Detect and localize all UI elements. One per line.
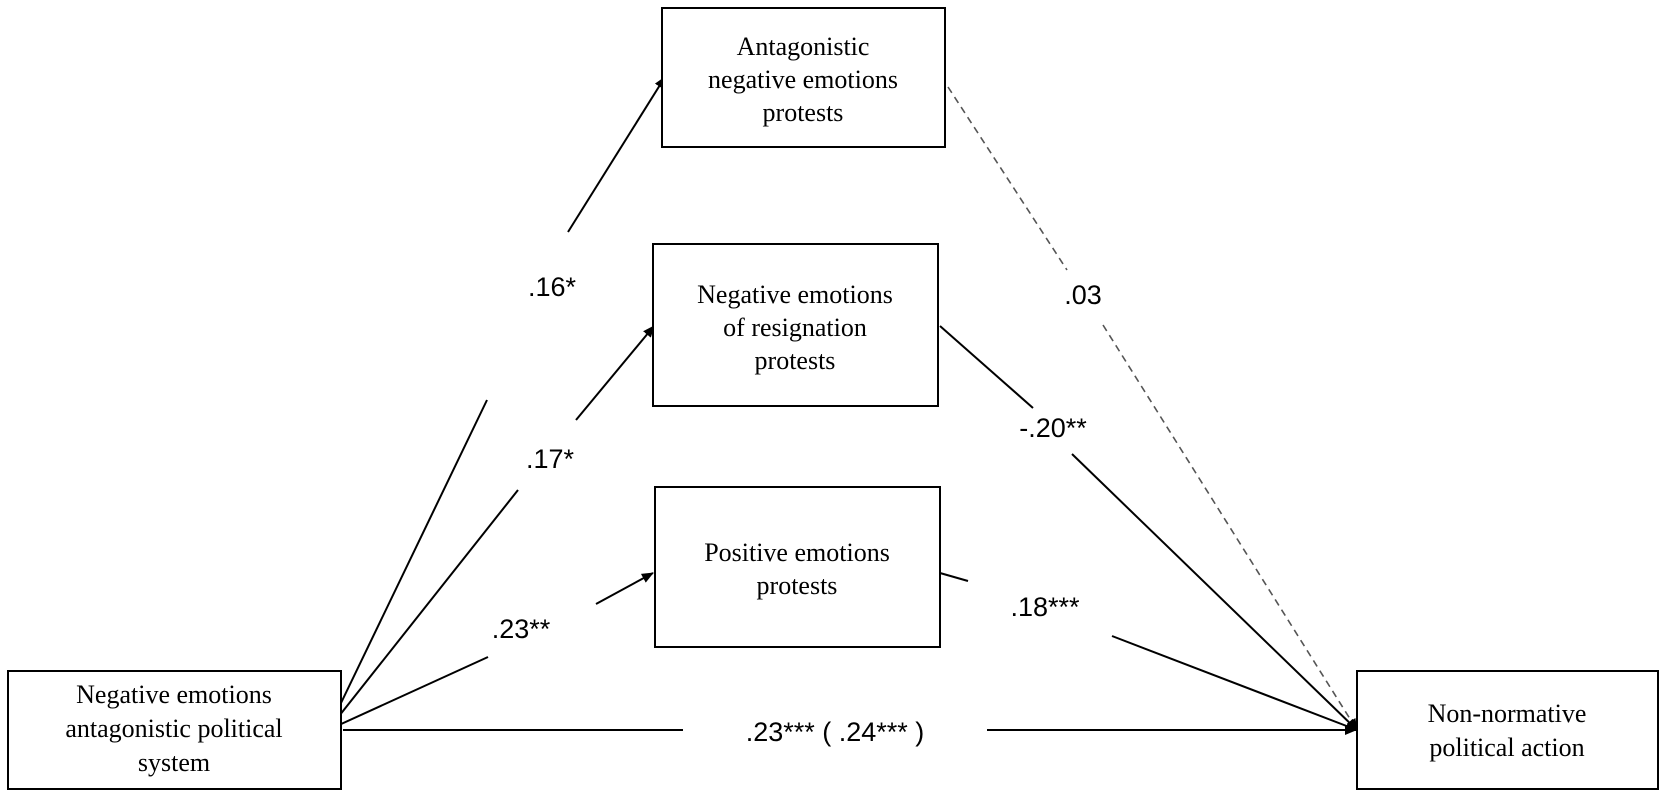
arrow-positive-to-outcome-lower: [1111, 635, 1358, 731]
node-outcome-line-1: Non-normative: [1428, 699, 1587, 728]
arrow-predictor-to-antagonistic: [327, 399, 488, 731]
node-outcome-line-2: political action: [1429, 733, 1584, 762]
node-positive: Positive emotions protests: [654, 486, 941, 648]
arrow-resignation-to-outcome: [939, 325, 1034, 409]
label-positive-to-outcome: .18***: [1010, 592, 1080, 622]
label-predictor-to-resignation: .17*: [526, 444, 575, 474]
node-predictor-line-2: antagonistic political: [65, 714, 282, 743]
label-direct-effect: .23*** ( .24*** ): [746, 717, 925, 747]
coefficient-labels: .16* .17* .23** .03 -.20** .18*** .23***…: [492, 272, 1102, 747]
node-resignation: Negative emotions of resignation protest…: [652, 243, 939, 407]
arrow-resignation-to-outcome-lower: [1071, 453, 1358, 731]
label-predictor-to-antagonistic: .16*: [528, 272, 577, 302]
arrow-predictor-to-resignation-upper: [575, 325, 655, 421]
node-antagonistic-line-3: protests: [763, 98, 844, 127]
node-resignation-line-2: of resignation: [723, 313, 867, 342]
label-predictor-to-positive: .23**: [492, 614, 551, 644]
arrow-antagonistic-to-outcome: [947, 86, 1068, 271]
arrow-predictor-to-positive-upper: [595, 572, 654, 605]
node-antagonistic-line-2: negative emotions: [708, 65, 898, 94]
arrow-predictor-to-positive: [327, 656, 489, 731]
arrow-predictor-to-antagonistic-upper: [567, 76, 666, 233]
label-resignation-to-outcome: -.20**: [1019, 413, 1087, 443]
node-resignation-line-1: Negative emotions: [697, 280, 893, 309]
node-predictor: Negative emotions antagonistic political…: [7, 670, 342, 790]
arrow-antagonistic-to-outcome-lower: [1102, 324, 1358, 731]
node-predictor-line-1: Negative emotions: [76, 680, 272, 709]
node-resignation-line-3: protests: [755, 346, 836, 375]
edges: [327, 76, 1358, 735]
node-antagonistic: Antagonistic negative emotions protests: [661, 7, 946, 148]
node-positive-line-2: protests: [757, 571, 838, 600]
label-antagonistic-to-outcome: .03: [1064, 280, 1102, 310]
node-predictor-line-3: system: [138, 748, 210, 777]
node-antagonistic-line-1: Antagonistic: [737, 32, 870, 61]
node-positive-line-1: Positive emotions: [704, 538, 890, 567]
arrow-positive-to-outcome: [939, 572, 969, 582]
arrow-predictor-to-resignation: [327, 489, 519, 731]
node-outcome: Non-normative political action: [1356, 670, 1659, 790]
